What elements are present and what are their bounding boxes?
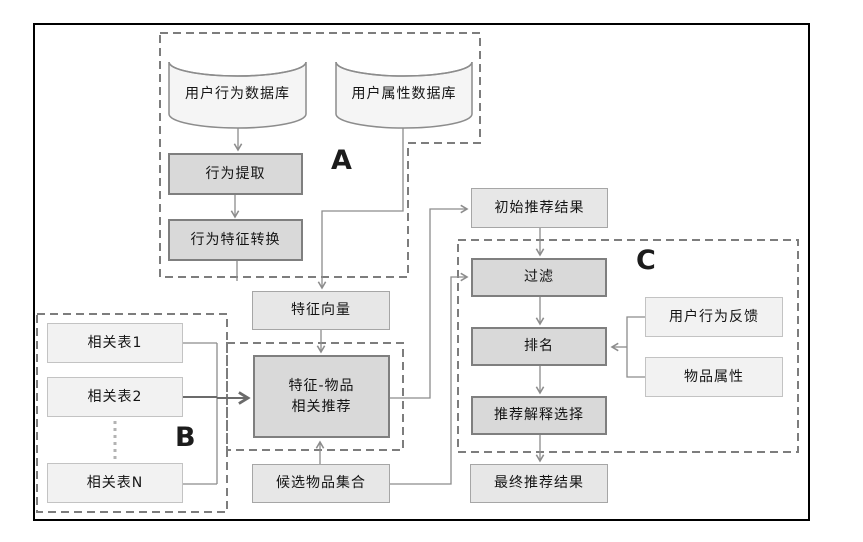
node-related-table-1: 相关表1 (47, 323, 183, 363)
section-label-a: A (331, 145, 352, 176)
section-label-b: B (175, 422, 196, 453)
node-related-table-n: 相关表N (47, 463, 183, 503)
node-feature-vector: 特征向量 (252, 291, 390, 330)
edge-candidate-to-filter (390, 272, 469, 485)
node-user-behavior-db-label: 用户行为数据库 (185, 85, 290, 102)
node-related-table-2: 相关表2 (47, 377, 183, 417)
node-user-attribute-db-label: 用户属性数据库 (351, 85, 457, 102)
node-feature-item-recommend: 特征-物品 相关推荐 (253, 355, 390, 438)
feature-item-dashed-border (226, 342, 404, 451)
node-ranking: 排名 (471, 327, 607, 366)
section-label-c: C (636, 245, 656, 276)
node-behavior-feature-conversion: 行为特征转换 (168, 219, 303, 261)
node-item-attribute: 物品属性 (645, 357, 783, 397)
node-behavior-extraction: 行为提取 (168, 153, 303, 195)
diagram-frame (33, 23, 810, 521)
node-final-recommend-result: 最终推荐结果 (470, 464, 608, 503)
edge-bus-to-featureitem (183, 397, 248, 398)
user-attribute-db-cylinder (335, 61, 473, 129)
user-behavior-db-cylinder (168, 61, 307, 129)
node-initial-recommend-result: 初始推荐结果 (471, 188, 608, 228)
node-user-behavior-feedback: 用户行为反馈 (645, 297, 783, 337)
edge-attributedb-to-featurevector (317, 128, 404, 290)
node-recommend-explain-select: 推荐解释选择 (471, 396, 607, 435)
node-candidate-item-set: 候选物品集合 (252, 464, 390, 503)
module-a-dashed-border (159, 32, 481, 278)
module-c-dashed-border (457, 239, 799, 453)
node-filter: 过滤 (471, 258, 607, 297)
edge-featureitem-to-initial (390, 204, 469, 399)
edge-feedback-bracket (626, 316, 645, 378)
